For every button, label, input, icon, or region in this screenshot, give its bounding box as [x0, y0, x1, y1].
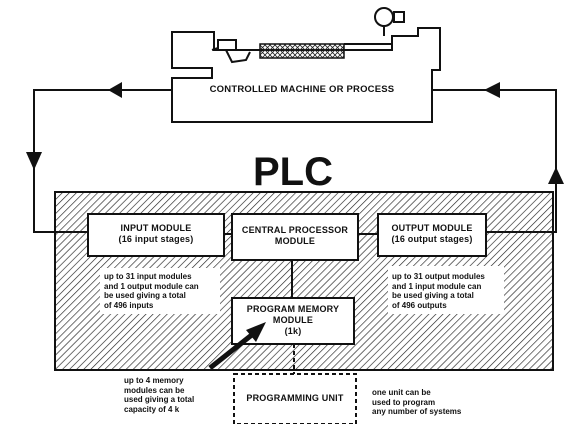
machine-pictogram-icon	[171, 7, 441, 123]
memory-module-label: PROGRAM MEMORY MODULE (1k)	[232, 304, 354, 337]
input-module-detail: (16 input stages)	[118, 234, 194, 244]
cpu-module-line2: MODULE	[274, 236, 316, 246]
output-note-line: and 1 input module can	[392, 281, 482, 291]
input-note-line: be used giving a total	[104, 291, 186, 300]
programming-note-line: any number of systems	[372, 407, 462, 416]
output-module-name: OUTPUT MODULE	[391, 223, 473, 233]
programming-note: one unit can be used to program any numb…	[372, 388, 492, 417]
memory-module-line1: PROGRAM MEMORY	[246, 304, 340, 314]
programming-unit-label: PROGRAMMING UNIT	[246, 393, 344, 403]
programming-note-line: one unit can be	[372, 388, 431, 397]
output-module-label: OUTPUT MODULE (16 output stages)	[378, 223, 486, 245]
input-note-line: up to 31 input modules	[104, 272, 192, 281]
programming-note-line: used to program	[372, 397, 436, 407]
machine-label: CONTROLLED MACHINE OR PROCESS	[209, 84, 395, 95]
output-module-detail: (16 output stages)	[391, 234, 473, 244]
memory-note-line: capacity of 4 k	[124, 404, 180, 414]
memory-note-line: up to 4 memory	[124, 376, 184, 385]
memory-note: up to 4 memory modules can be used givin…	[124, 376, 224, 414]
plc-title: PLC	[253, 150, 333, 194]
input-note-box	[100, 268, 220, 314]
output-note-line: of 496 outputs	[392, 300, 447, 310]
input-note-line: of 496 inputs	[104, 300, 154, 310]
cpu-module-box	[231, 213, 359, 261]
memory-note-line: modules can be	[124, 385, 185, 395]
output-note-line: up to 31 output modules	[392, 272, 485, 281]
memory-module-detail: (1k)	[284, 326, 302, 336]
cpu-module-label: CENTRAL PROCESSOR MODULE	[232, 225, 358, 247]
output-note-line: be used giving a total	[392, 291, 474, 300]
input-module-name: INPUT MODULE	[120, 223, 192, 233]
output-note: up to 31 output modules and 1 input modu…	[392, 272, 506, 310]
memory-note-line: used giving a total	[124, 395, 195, 404]
programming-unit-box	[233, 373, 357, 424]
arrow-left-icon	[108, 82, 122, 98]
memory-module-line2: MODULE	[272, 315, 314, 325]
input-note: up to 31 input modules and 1 output modu…	[104, 272, 220, 310]
input-note-line: and 1 output module can	[104, 281, 199, 291]
input-module-label: INPUT MODULE (16 input stages)	[88, 223, 224, 245]
arrow-left-icon	[484, 82, 500, 98]
memory-arrow-icon	[246, 322, 266, 342]
output-note-box	[388, 266, 504, 314]
arrow-up-icon	[548, 167, 564, 184]
cpu-module-line1: CENTRAL PROCESSOR	[241, 225, 349, 235]
arrow-down-icon	[26, 152, 42, 170]
input-module-box	[87, 213, 225, 257]
